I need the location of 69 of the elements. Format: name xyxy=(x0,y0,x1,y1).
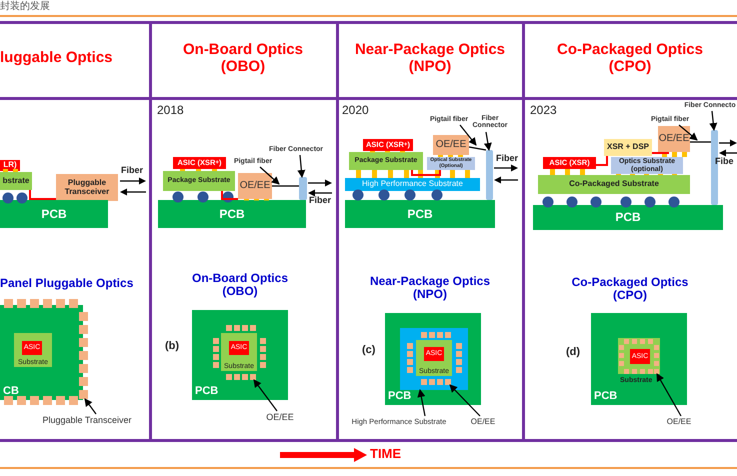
pcb-board: PCB xyxy=(533,205,723,230)
trace-line xyxy=(221,191,238,200)
view-heading: Panel Pluggable Optics xyxy=(0,277,134,290)
column-heading: luggable Optics xyxy=(0,50,114,66)
heading-text: 封装的发展 xyxy=(0,1,51,12)
optical-engine: OE/EE xyxy=(433,135,469,155)
trace-line xyxy=(29,190,56,200)
view-heading: Near-Package Optics (NPO) xyxy=(368,275,492,302)
asic-chip: LR) xyxy=(0,160,20,171)
pcb-board xyxy=(385,313,481,405)
fiber-connector xyxy=(486,150,493,200)
package-substrate: Co-Packaged Substrate xyxy=(538,175,690,194)
leader-line xyxy=(260,166,280,185)
year-label: 2020 xyxy=(342,104,370,118)
view-heading: On-Board Optics (OBO) xyxy=(190,272,289,298)
performance-substrate: High Performance Substrate xyxy=(345,178,480,191)
leader-line xyxy=(297,154,306,178)
leader-line xyxy=(460,124,477,146)
column-heading: Co-Packaged Optics (CPO) xyxy=(556,42,704,75)
fiber-connector xyxy=(299,177,307,200)
pcb-board: PCB xyxy=(345,200,495,228)
pcb-board: PCB xyxy=(0,200,108,228)
pcb-label: PCB xyxy=(195,386,218,398)
fiber-label: Fibe xyxy=(715,157,735,167)
time-label: TIME xyxy=(370,447,402,462)
transceiver-pad xyxy=(79,390,88,399)
trace-line xyxy=(652,152,669,154)
leader-line xyxy=(709,110,718,131)
panel-letter: (d) xyxy=(566,346,582,358)
optical-engine: OE/EE xyxy=(658,126,690,152)
fiber-label: Fiber xyxy=(309,196,332,206)
fiber-label: Fiber xyxy=(121,166,144,176)
leader-line xyxy=(449,384,480,416)
substrate-square xyxy=(416,340,452,376)
substrate-square xyxy=(14,333,52,367)
transceiver-module: Pluggable Transceiver xyxy=(56,174,118,201)
callout-label: OE/EE xyxy=(662,416,696,428)
optical-engine-pad xyxy=(654,369,659,374)
optical-engine: OE/EE xyxy=(238,173,272,199)
pcb-label: PCB xyxy=(388,391,412,403)
pcb-board: PCB xyxy=(158,200,306,228)
substrate-square xyxy=(221,333,257,371)
dsp-chip: XSR + DSP xyxy=(604,139,652,156)
view-heading: Co-Packaged Optics (CPO) xyxy=(570,276,690,302)
pcb-board xyxy=(591,313,687,405)
panel-letter: (b) xyxy=(165,340,180,352)
fiber-line xyxy=(468,146,486,151)
pcb-label: CB xyxy=(3,386,19,398)
column-heading: On-Board Optics (OBO) xyxy=(182,42,304,75)
callout-label: Pluggable Transceiver xyxy=(33,414,141,427)
pcb-board xyxy=(192,310,288,400)
callout-label: OE/EE xyxy=(466,416,500,428)
year-label: 2018 xyxy=(157,104,185,118)
year-label: 2023 xyxy=(530,104,558,118)
optical-engine-pad xyxy=(445,379,451,385)
trace-line xyxy=(596,156,608,166)
callout-label: OE/EE xyxy=(262,411,298,424)
pcb-label: PCB xyxy=(594,391,618,403)
fiber-line xyxy=(690,141,711,143)
panel-letter: (c) xyxy=(362,344,376,356)
trace-line xyxy=(411,170,441,176)
fiber-label: Fiber xyxy=(496,154,520,164)
optical-engine-pad xyxy=(250,374,256,380)
column-heading: Near-Package Optics (NPO) xyxy=(354,42,506,75)
leader-line xyxy=(484,132,492,151)
leader-line xyxy=(84,398,96,414)
package-substrate: bstrate xyxy=(0,172,32,190)
leader-line xyxy=(678,124,698,141)
fiber-line xyxy=(272,185,299,187)
